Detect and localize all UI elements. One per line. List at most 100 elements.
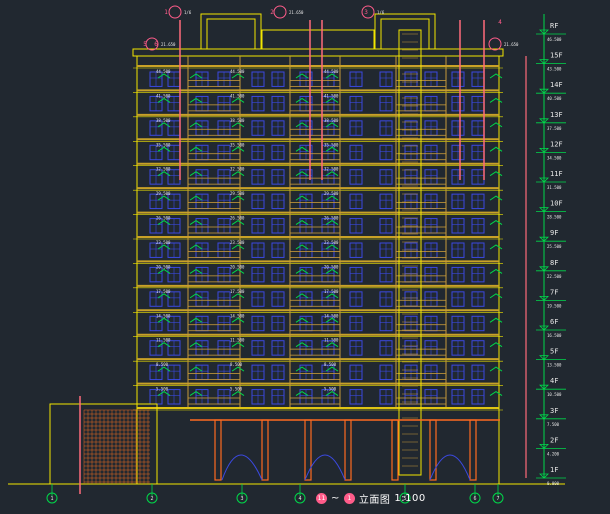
elevation-tick [231, 342, 245, 348]
bottom-axis-bubble [469, 492, 481, 504]
title-axis-end: 1 [343, 492, 355, 504]
elevation-label: 5.500 [230, 387, 243, 392]
elevation-tick [489, 73, 503, 79]
title-label: 立面图 [358, 494, 391, 506]
elevation-tick [189, 366, 203, 372]
roof-parapet [132, 48, 504, 57]
bottom-axis-bubble [492, 492, 504, 504]
drawing-title: 11 ~ 1 立面图 1:100 [316, 491, 426, 506]
elevation-tick [295, 171, 309, 177]
elevation-tick [325, 342, 339, 348]
balcony-rail [289, 299, 341, 307]
level-elevation: 10.500 [547, 392, 562, 397]
bottom-axis-number: 4 [298, 496, 301, 502]
elevation-tick [189, 293, 203, 299]
podium-column [261, 419, 269, 481]
level-marker [539, 118, 549, 124]
elevation-tick [489, 219, 503, 225]
balcony-rail [289, 128, 341, 136]
bottom-axis-bubble [46, 492, 58, 504]
elevation-tick [189, 146, 203, 152]
level-marker [539, 355, 549, 361]
top-axis-bubble [168, 5, 182, 19]
elevation-label: 44.500 [230, 69, 245, 74]
roof-stair-inner-left [206, 18, 256, 50]
elevation-label: 38.500 [230, 118, 245, 123]
elevation-label: 17.500 [156, 289, 171, 294]
elevation-tick [189, 390, 203, 396]
roof-mid-block [261, 29, 375, 50]
elevation-tick [325, 146, 339, 152]
elevation-label: 44.500 [156, 69, 171, 74]
top-axis-number: 5 [143, 41, 147, 48]
elevation-tick [231, 293, 245, 299]
balcony-rail [289, 348, 341, 356]
elevation-tick [295, 219, 309, 225]
elevation-tick [489, 195, 503, 201]
elevation-label: 20.500 [230, 264, 245, 269]
bottom-axis-number: 5 [403, 496, 406, 502]
elevation-tick [325, 195, 339, 201]
podium-column [391, 419, 399, 481]
balcony-rail [289, 226, 341, 234]
podium-column [304, 419, 312, 481]
level-marker [539, 59, 549, 65]
bottom-axis-number: 6 [473, 496, 476, 502]
level-label: 5F [550, 348, 558, 356]
elevation-label: 41.500 [230, 93, 245, 98]
level-label: 8F [550, 259, 558, 267]
level-label: 9F [550, 229, 558, 237]
level-elevation: 13.500 [547, 363, 562, 368]
top-axis-number: 3 [364, 9, 368, 16]
elevation-tick [295, 244, 309, 250]
bottom-axis-number: 1 [50, 496, 53, 502]
elevation-tick [325, 268, 339, 274]
level-marker [539, 325, 549, 331]
elevation-tick [295, 97, 309, 103]
bottom-axis-number: 3 [240, 496, 243, 502]
elevation-tick [489, 366, 503, 372]
elevation-tick [489, 97, 503, 103]
top-axis-number: 1 [164, 9, 168, 16]
elevation-tick [489, 342, 503, 348]
elevation-label: 8.500 [324, 362, 337, 367]
elevation-tick [489, 244, 503, 250]
elevation-label: 35.500 [230, 142, 245, 147]
elevation-tick [231, 171, 245, 177]
elevation-label: 29.500 [156, 191, 171, 196]
elevation-label: 38.500 [156, 118, 171, 123]
elevation-tick [325, 244, 339, 250]
balcony-rail [289, 153, 341, 161]
elevation-label: 32.500 [324, 167, 339, 172]
balcony-rail [289, 104, 341, 112]
level-marker [539, 207, 549, 213]
level-elevation: 0.000 [547, 481, 560, 486]
top-axis-bubble [488, 37, 502, 51]
elevation-tick [231, 219, 245, 225]
elevation-tick [295, 293, 309, 299]
elevation-tick [325, 293, 339, 299]
elevation-tick [295, 73, 309, 79]
elevation-label: 23.500 [156, 240, 171, 245]
bottom-axis-bubble [294, 492, 306, 504]
elevation-label: 38.500 [324, 118, 339, 123]
podium-column [344, 419, 352, 481]
level-elevation: 19.500 [547, 303, 562, 308]
level-marker [539, 236, 549, 242]
elevation-tick [157, 390, 171, 396]
elevation-tick [489, 122, 503, 128]
elevation-tick [231, 195, 245, 201]
top-tag-label: 21.650 [504, 42, 519, 47]
level-marker [539, 266, 549, 272]
level-elevation: 31.500 [547, 185, 562, 190]
level-label: 12F [550, 140, 563, 148]
annex-outline [49, 403, 158, 485]
elevation-tick [189, 195, 203, 201]
top-tag-label: 1/6 [377, 10, 385, 15]
top-axis-number: 2 [270, 9, 274, 16]
level-elevation: 34.500 [547, 155, 562, 160]
elevation-label: 14.500 [230, 313, 245, 318]
top-tag-label: 1/6 [184, 10, 192, 15]
